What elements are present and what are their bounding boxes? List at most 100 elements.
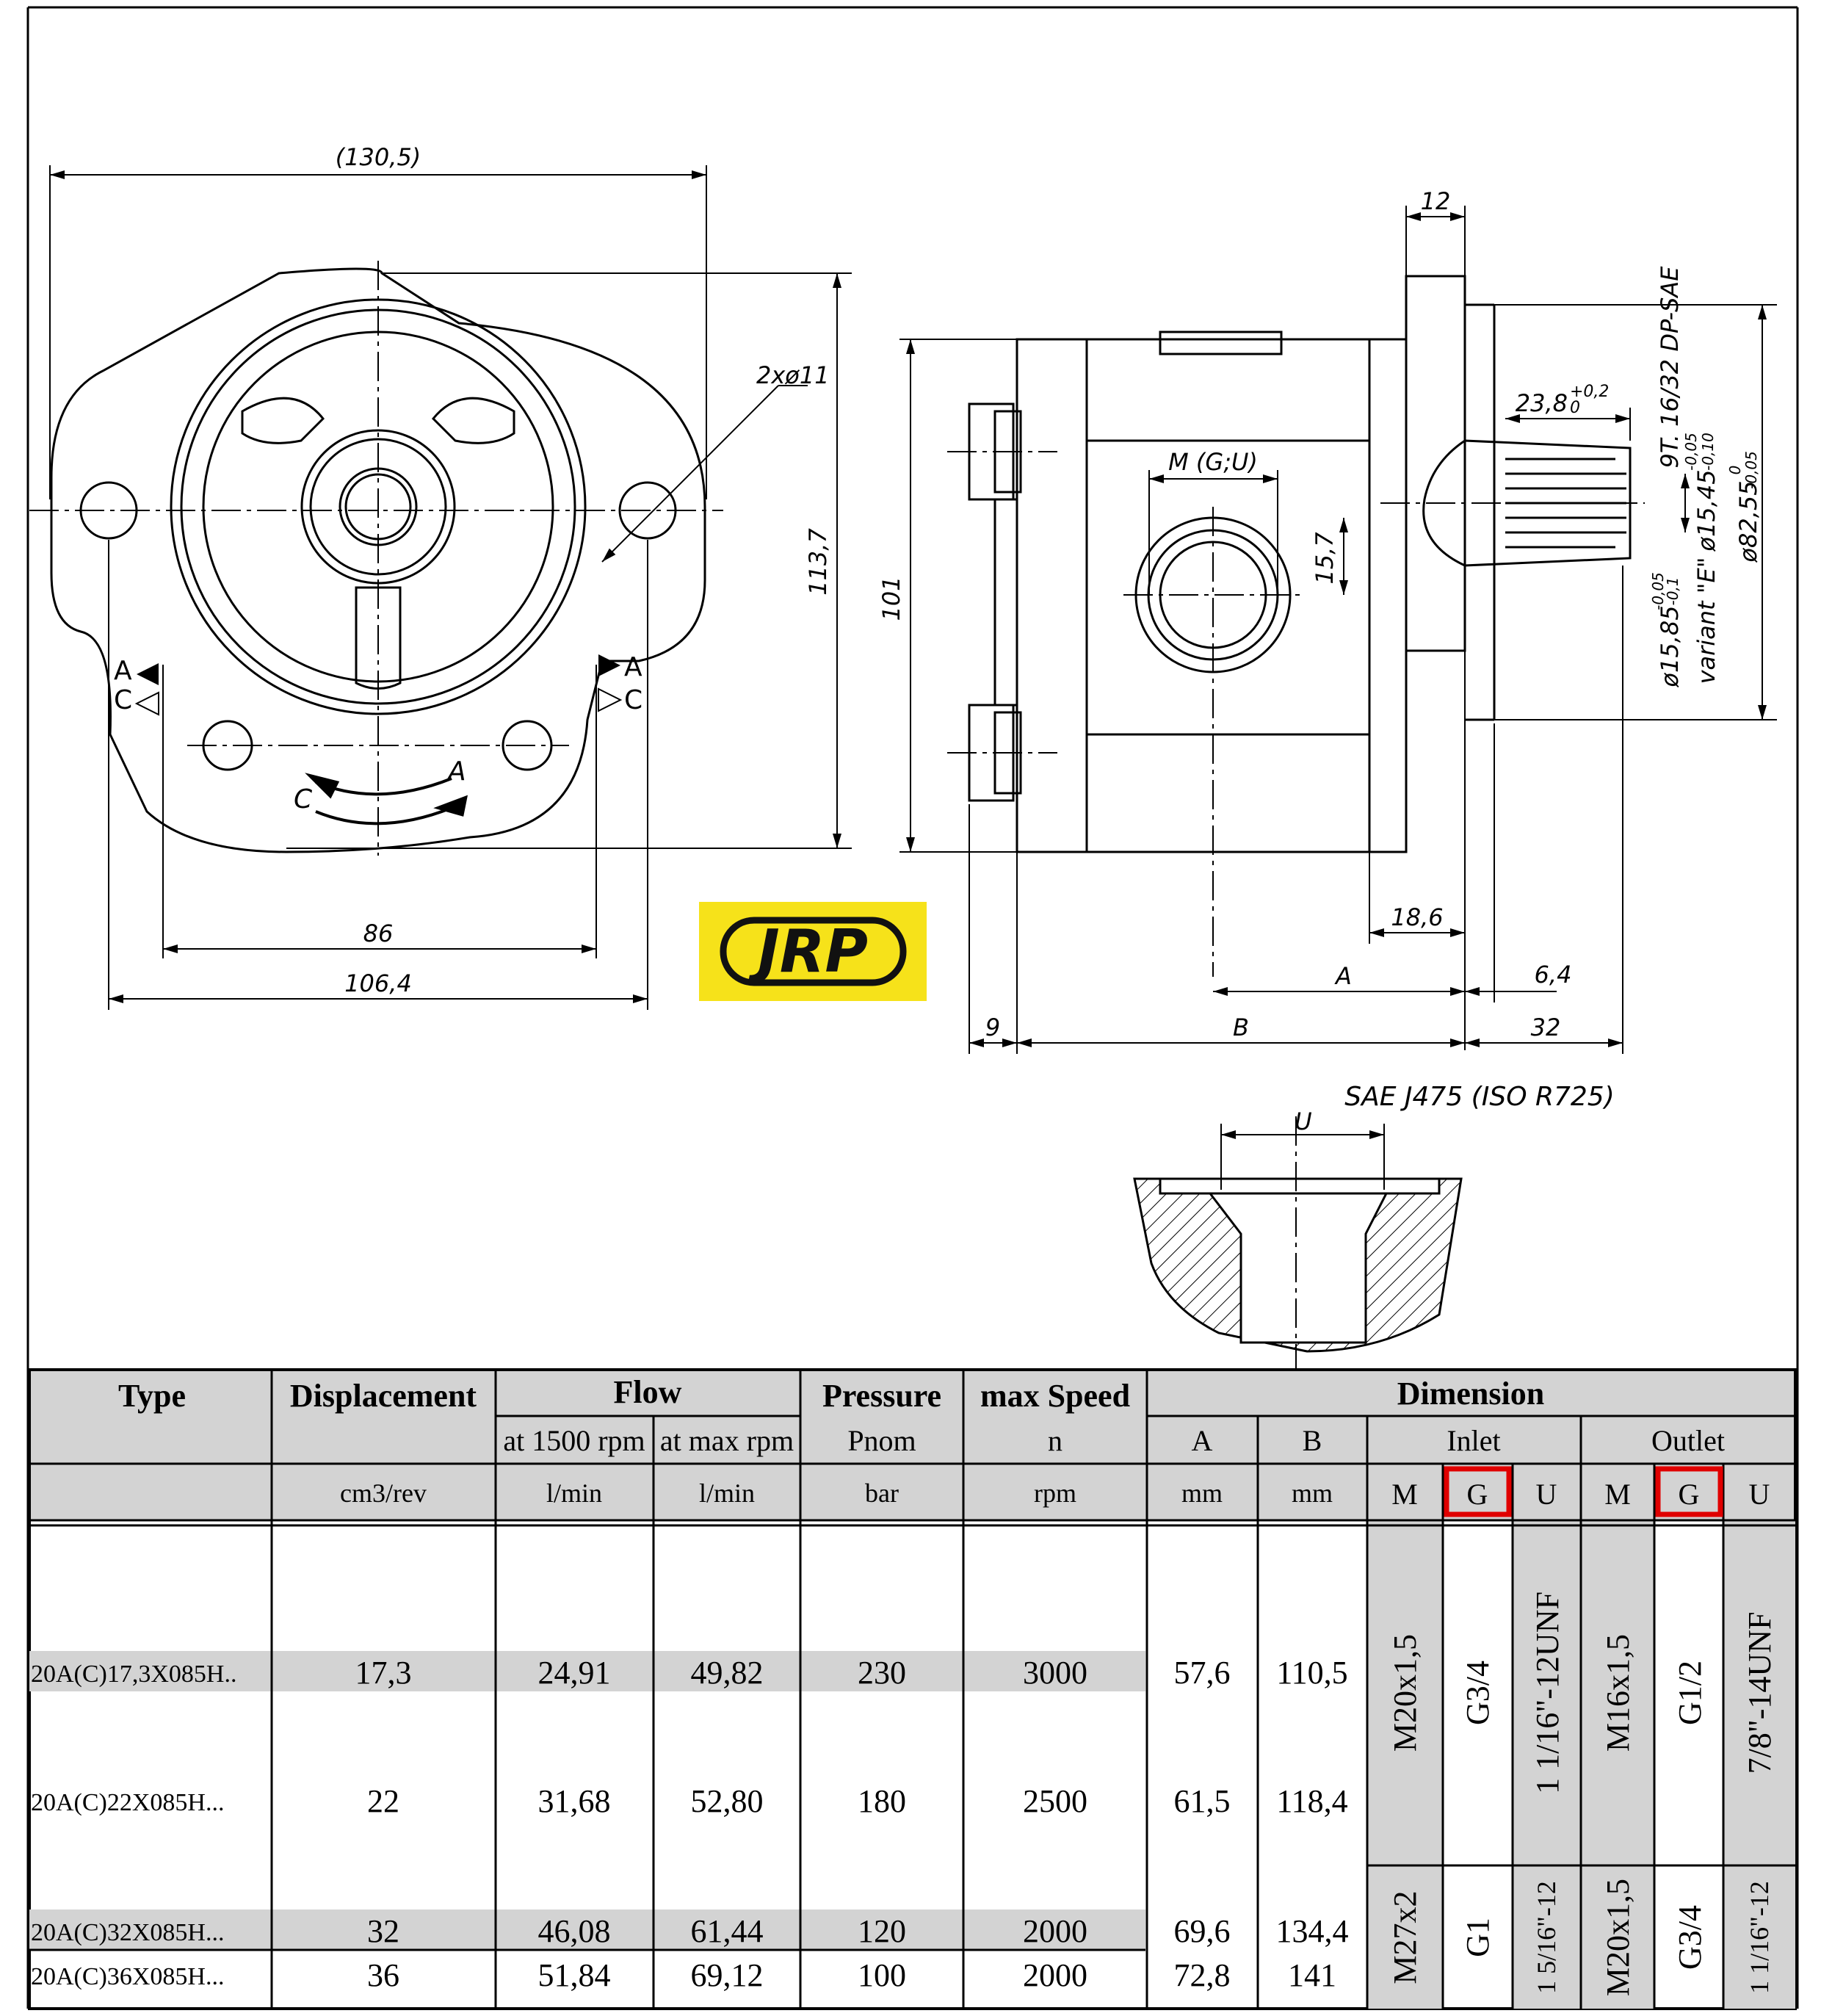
header-displacement: Displacement bbox=[290, 1378, 477, 1414]
row3-type: 20A(C)32X085H... bbox=[31, 1919, 224, 1946]
port2-in-g: G1 bbox=[1460, 1918, 1496, 1957]
row3-disp: 32 bbox=[367, 1913, 399, 1949]
row3-pnom: 120 bbox=[858, 1913, 906, 1949]
table-row: 20A(C)22X085H... 22 31,68 52,80 180 2500… bbox=[31, 1783, 1348, 1819]
front-view-centerlines bbox=[29, 261, 723, 856]
row4-n: 2000 bbox=[1023, 1957, 1087, 1993]
port2-in-u-bg bbox=[1513, 1865, 1581, 2009]
direction-markers-right: A C bbox=[598, 652, 642, 715]
row1-type: 20A(C)17,3X085H.. bbox=[31, 1661, 236, 1688]
dim-overall-width: (130,5) bbox=[336, 143, 421, 171]
dim-b: B bbox=[1233, 1014, 1249, 1041]
svg-text:C: C bbox=[114, 685, 132, 715]
port1-in-u-bg bbox=[1513, 1520, 1581, 1865]
dim-variant-dia: ø15,85 bbox=[1656, 605, 1684, 687]
row3-flow1500: 46,08 bbox=[538, 1913, 611, 1949]
dim-bolt-spacing: 86 bbox=[363, 920, 394, 947]
row4-type: 20A(C)36X085H... bbox=[31, 1963, 224, 1990]
dim-flange-thickness: 12 bbox=[1421, 187, 1451, 215]
port2-in-u: 1 5/16"-12 bbox=[1532, 1881, 1561, 1994]
direction-markers-left: A C bbox=[114, 656, 159, 716]
row1-pnom: 230 bbox=[858, 1655, 906, 1691]
dim-variant-tol-b: -0,1 bbox=[1664, 577, 1681, 605]
row4-pnom: 100 bbox=[858, 1957, 906, 1993]
port2-out-g: G3/4 bbox=[1672, 1905, 1708, 1970]
row1-a: 57,6 bbox=[1174, 1655, 1231, 1691]
dim-shaft-dia-tol-b: -0,10 bbox=[1699, 433, 1717, 471]
port2-out-m: M20x1,5 bbox=[1600, 1879, 1636, 1996]
dim-hole-label: 2xø11 bbox=[756, 361, 830, 389]
row2-flowmax: 52,80 bbox=[691, 1783, 764, 1819]
dim-6-4: 6,4 bbox=[1535, 961, 1572, 989]
dim-shaft-dia-tol-a: -0,05 bbox=[1682, 433, 1700, 471]
highlight-outlet-g bbox=[1655, 1466, 1723, 1517]
dim-32: 32 bbox=[1531, 1014, 1561, 1041]
row2-type: 20A(C)22X085H... bbox=[31, 1789, 224, 1816]
unit-b: mm bbox=[1292, 1478, 1333, 1508]
header-flow-1500: at 1500 rpm bbox=[503, 1424, 645, 1457]
unit-out-g: G bbox=[1679, 1478, 1700, 1511]
side-view-centerlines bbox=[947, 451, 1645, 977]
row4-b: 141 bbox=[1288, 1957, 1336, 1993]
header-pressure: Pressure bbox=[822, 1378, 941, 1414]
dim-9: 9 bbox=[985, 1014, 1000, 1041]
dim-front-height: 113,7 bbox=[804, 528, 832, 596]
row1-b: 110,5 bbox=[1276, 1655, 1347, 1691]
row1-flow1500: 24,91 bbox=[538, 1655, 611, 1691]
jrp-logo: JRP bbox=[699, 902, 927, 1001]
unit-displacement: cm3/rev bbox=[340, 1478, 427, 1508]
row2-b: 118,4 bbox=[1276, 1783, 1347, 1819]
dim-shaft-dia: ø15,45 bbox=[1693, 469, 1720, 552]
dim-port-thread: M (G;U) bbox=[1168, 448, 1258, 476]
unit-out-u: U bbox=[1749, 1478, 1770, 1511]
dim-flange-width: 106,4 bbox=[344, 969, 412, 997]
dim-spline: 9T. 16/32 DP-SAE bbox=[1656, 266, 1684, 469]
row4-a: 72,8 bbox=[1174, 1957, 1231, 1993]
unit-in-g: G bbox=[1467, 1478, 1488, 1511]
svg-text:C: C bbox=[624, 685, 642, 715]
header-pnom: Pnom bbox=[847, 1424, 916, 1457]
header-type: Type bbox=[118, 1378, 186, 1414]
header-max-speed: max Speed bbox=[980, 1378, 1130, 1414]
front-view-dimensions bbox=[49, 165, 852, 1010]
dim-pilot-dia: ø82,55 bbox=[1734, 480, 1762, 563]
row2-n: 2500 bbox=[1023, 1783, 1087, 1819]
port2-out-u-bg bbox=[1723, 1865, 1795, 2009]
port1-in-m-bg bbox=[1367, 1520, 1443, 1865]
port-standard-label: SAE J475 (ISO R725) bbox=[1344, 1082, 1615, 1112]
port1-out-u-bg bbox=[1723, 1520, 1795, 1865]
header-flow: Flow bbox=[614, 1374, 682, 1410]
dim-shaft-length: 23,8 bbox=[1516, 389, 1568, 417]
unit-in-u: U bbox=[1536, 1478, 1557, 1511]
unit-flow-1500: l/min bbox=[546, 1478, 602, 1508]
header-dim-a: A bbox=[1192, 1424, 1213, 1457]
header-flow-max: at max rpm bbox=[660, 1424, 794, 1457]
port-section-detail bbox=[1133, 1116, 1463, 1373]
port2-out-u: 1 1/16"-12 bbox=[1745, 1881, 1774, 1994]
header-inlet: Inlet bbox=[1447, 1424, 1500, 1457]
row4-disp: 36 bbox=[367, 1957, 399, 1993]
row-shade-1 bbox=[29, 1651, 1145, 1691]
svg-text:A: A bbox=[114, 656, 132, 686]
header-dimension: Dimension bbox=[1397, 1376, 1544, 1412]
row3-n: 2000 bbox=[1023, 1913, 1087, 1949]
row1-disp: 17,3 bbox=[355, 1655, 412, 1691]
table-row: 20A(C)17,3X085H.. 17,3 24,91 49,82 230 3… bbox=[31, 1655, 1348, 1691]
unit-in-m: M bbox=[1391, 1478, 1418, 1511]
row1-n: 3000 bbox=[1023, 1655, 1087, 1691]
port-label-u: U bbox=[1295, 1108, 1311, 1135]
header-outlet: Outlet bbox=[1651, 1424, 1725, 1457]
row4-flowmax: 69,12 bbox=[691, 1957, 764, 1993]
port1-in-m: M20x1,5 bbox=[1387, 1634, 1423, 1752]
row3-flowmax: 61,44 bbox=[691, 1913, 764, 1949]
row3-a: 69,6 bbox=[1174, 1913, 1231, 1949]
port2-in-m: M27x2 bbox=[1387, 1890, 1423, 1984]
table-grid bbox=[29, 1370, 1795, 2009]
row2-flow1500: 31,68 bbox=[538, 1783, 611, 1819]
table-header-bg bbox=[29, 1370, 1795, 1520]
unit-a: mm bbox=[1181, 1478, 1223, 1508]
rotation-label-c: C bbox=[294, 784, 313, 814]
svg-text:A: A bbox=[624, 652, 642, 682]
side-view bbox=[968, 275, 1632, 853]
